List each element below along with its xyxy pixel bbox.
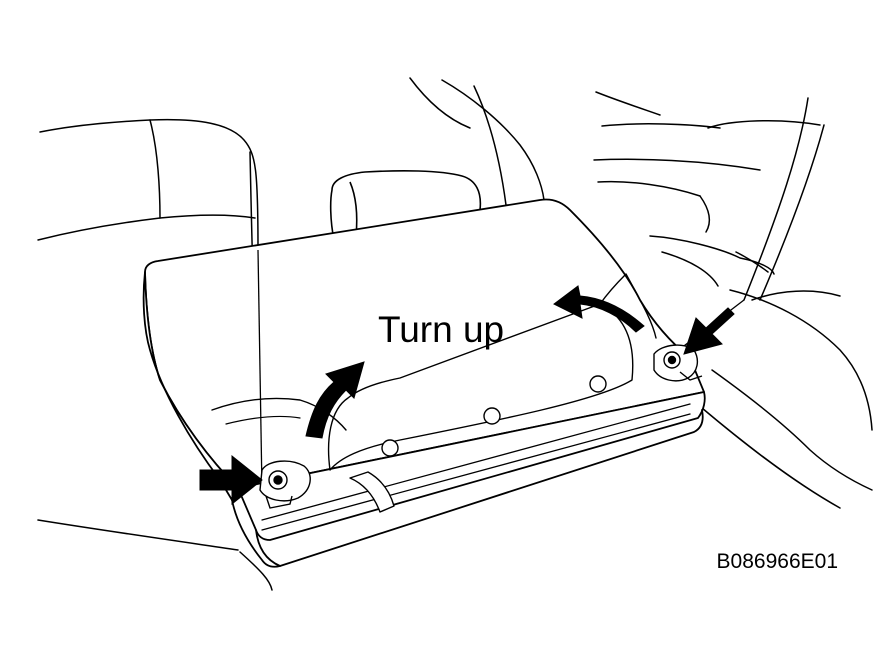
cushion-strap — [349, 471, 395, 513]
seat-cushion — [142, 198, 706, 568]
turn-up-label: Turn up — [378, 309, 504, 350]
push-arrow-icon — [683, 307, 735, 355]
door-trim-outline — [409, 77, 873, 509]
clip-fastener-icon — [653, 344, 703, 382]
clip-fastener-icon — [259, 460, 311, 509]
rotate-arrow-icon — [305, 361, 365, 439]
push-arrow-icon — [199, 454, 263, 506]
headrest-outline — [329, 170, 482, 241]
rotate-arrow-icon — [553, 285, 645, 333]
mounting-hole — [589, 375, 607, 393]
mounting-hole — [483, 407, 501, 425]
floor-outline — [37, 519, 273, 591]
mounting-hole — [381, 439, 399, 457]
figure-code: B086966E01 — [717, 550, 838, 573]
cushion-front-frame — [237, 391, 706, 541]
